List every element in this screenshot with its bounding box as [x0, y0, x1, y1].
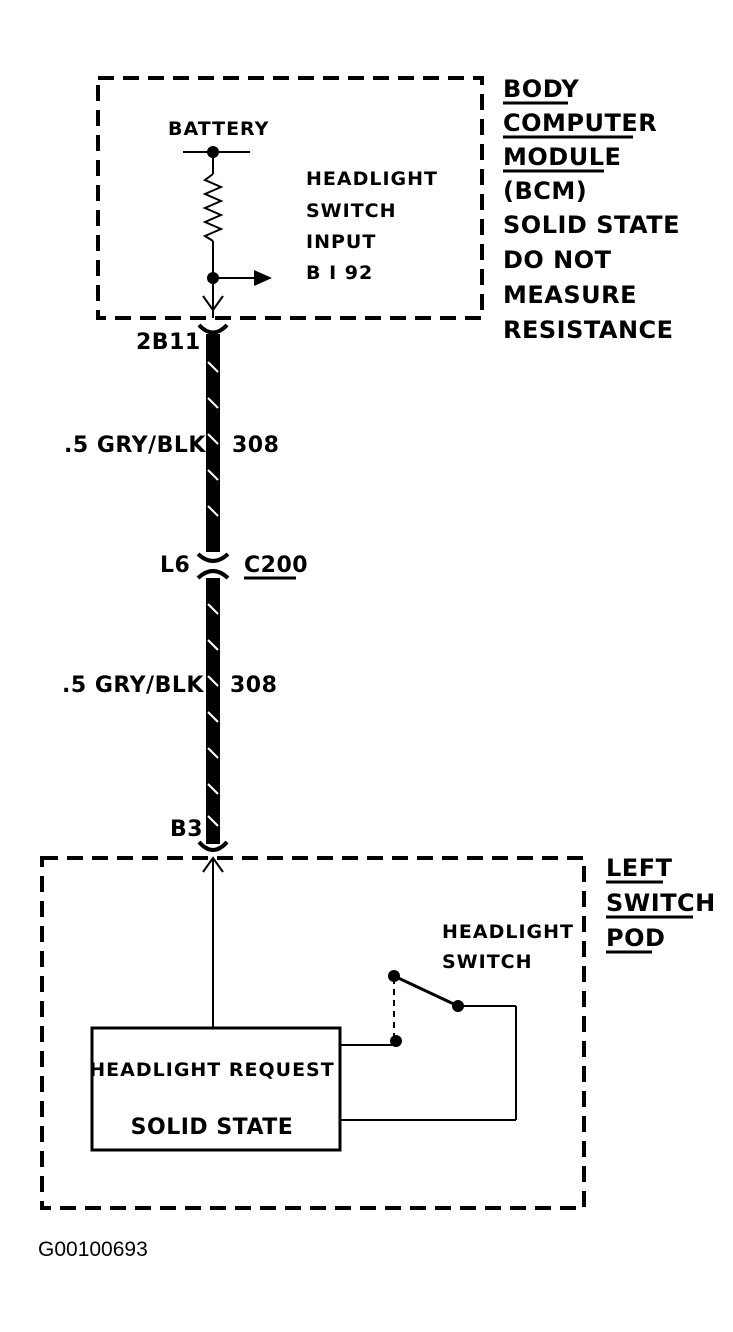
pullup-resistor	[202, 173, 224, 242]
c200-lower-cup	[196, 569, 230, 580]
battery-label: BATTERY	[168, 118, 269, 140]
upper-wire-spec: .5 GRY/BLK	[64, 433, 206, 458]
bcm-note-line-4: MEASURE	[503, 281, 637, 309]
terminal-2b11-label: 2B11	[136, 330, 201, 355]
bcm-input-line-2: SWITCH	[306, 200, 397, 222]
headlight-request-box	[90, 1026, 342, 1152]
bcm-note-line-2: SOLID STATE	[503, 211, 680, 239]
bcm-title-line-2: COMPUTER	[503, 109, 657, 137]
upper-wire-circuit: 308	[232, 433, 279, 458]
lower-wire	[206, 578, 220, 844]
switch-lower-contact	[390, 1035, 402, 1047]
bcm-title-line-1: BODY	[503, 75, 579, 103]
c200-upper-cup	[196, 552, 230, 563]
terminal-b3-cup	[197, 840, 229, 852]
bcm-terminal-chevron	[202, 295, 224, 312]
terminal-b3-label: B3	[170, 817, 203, 842]
solid-state-label: SOLID STATE	[131, 1115, 294, 1140]
upper-wire	[206, 334, 220, 552]
bcm-note-line-3: DO NOT	[503, 246, 612, 274]
headlight-request-label: HEADLIGHT REQUEST	[89, 1059, 334, 1081]
bcm-title-line-3: MODULE	[503, 143, 621, 171]
bcm-note-line-5: RESISTANCE	[503, 316, 674, 344]
c200-pin-label: L6	[160, 553, 190, 578]
switch-blade	[393, 974, 459, 1008]
upper-wire-stripes	[207, 361, 219, 517]
bcm-dashed-box	[96, 76, 484, 320]
c200-connector-label: C200	[244, 553, 308, 578]
lower-wire-stripes	[207, 603, 219, 827]
lower-wire-spec: .5 GRY/BLK	[62, 673, 204, 698]
lower-wire-circuit: 308	[230, 673, 277, 698]
pod-dashed-box	[40, 856, 586, 1210]
bcm-input-line-1: HEADLIGHT	[306, 168, 438, 190]
bcm-input-line-4: B I 92	[306, 262, 373, 284]
figure-id: G00100693	[38, 1238, 148, 1261]
pod-title-line-1: LEFT	[606, 854, 673, 882]
bcm-note-line-1: (BCM)	[503, 177, 587, 205]
bcm-input-line-3: INPUT	[306, 231, 376, 253]
terminal-2b11-cup	[197, 323, 229, 335]
pod-title-line-2: SWITCH	[606, 889, 716, 917]
headlight-switch-label-1: HEADLIGHT	[442, 921, 574, 943]
pod-title-line-3: POD	[606, 924, 665, 952]
headlight-switch-label-2: SWITCH	[442, 951, 533, 973]
input-signal-arrowhead	[254, 270, 272, 286]
